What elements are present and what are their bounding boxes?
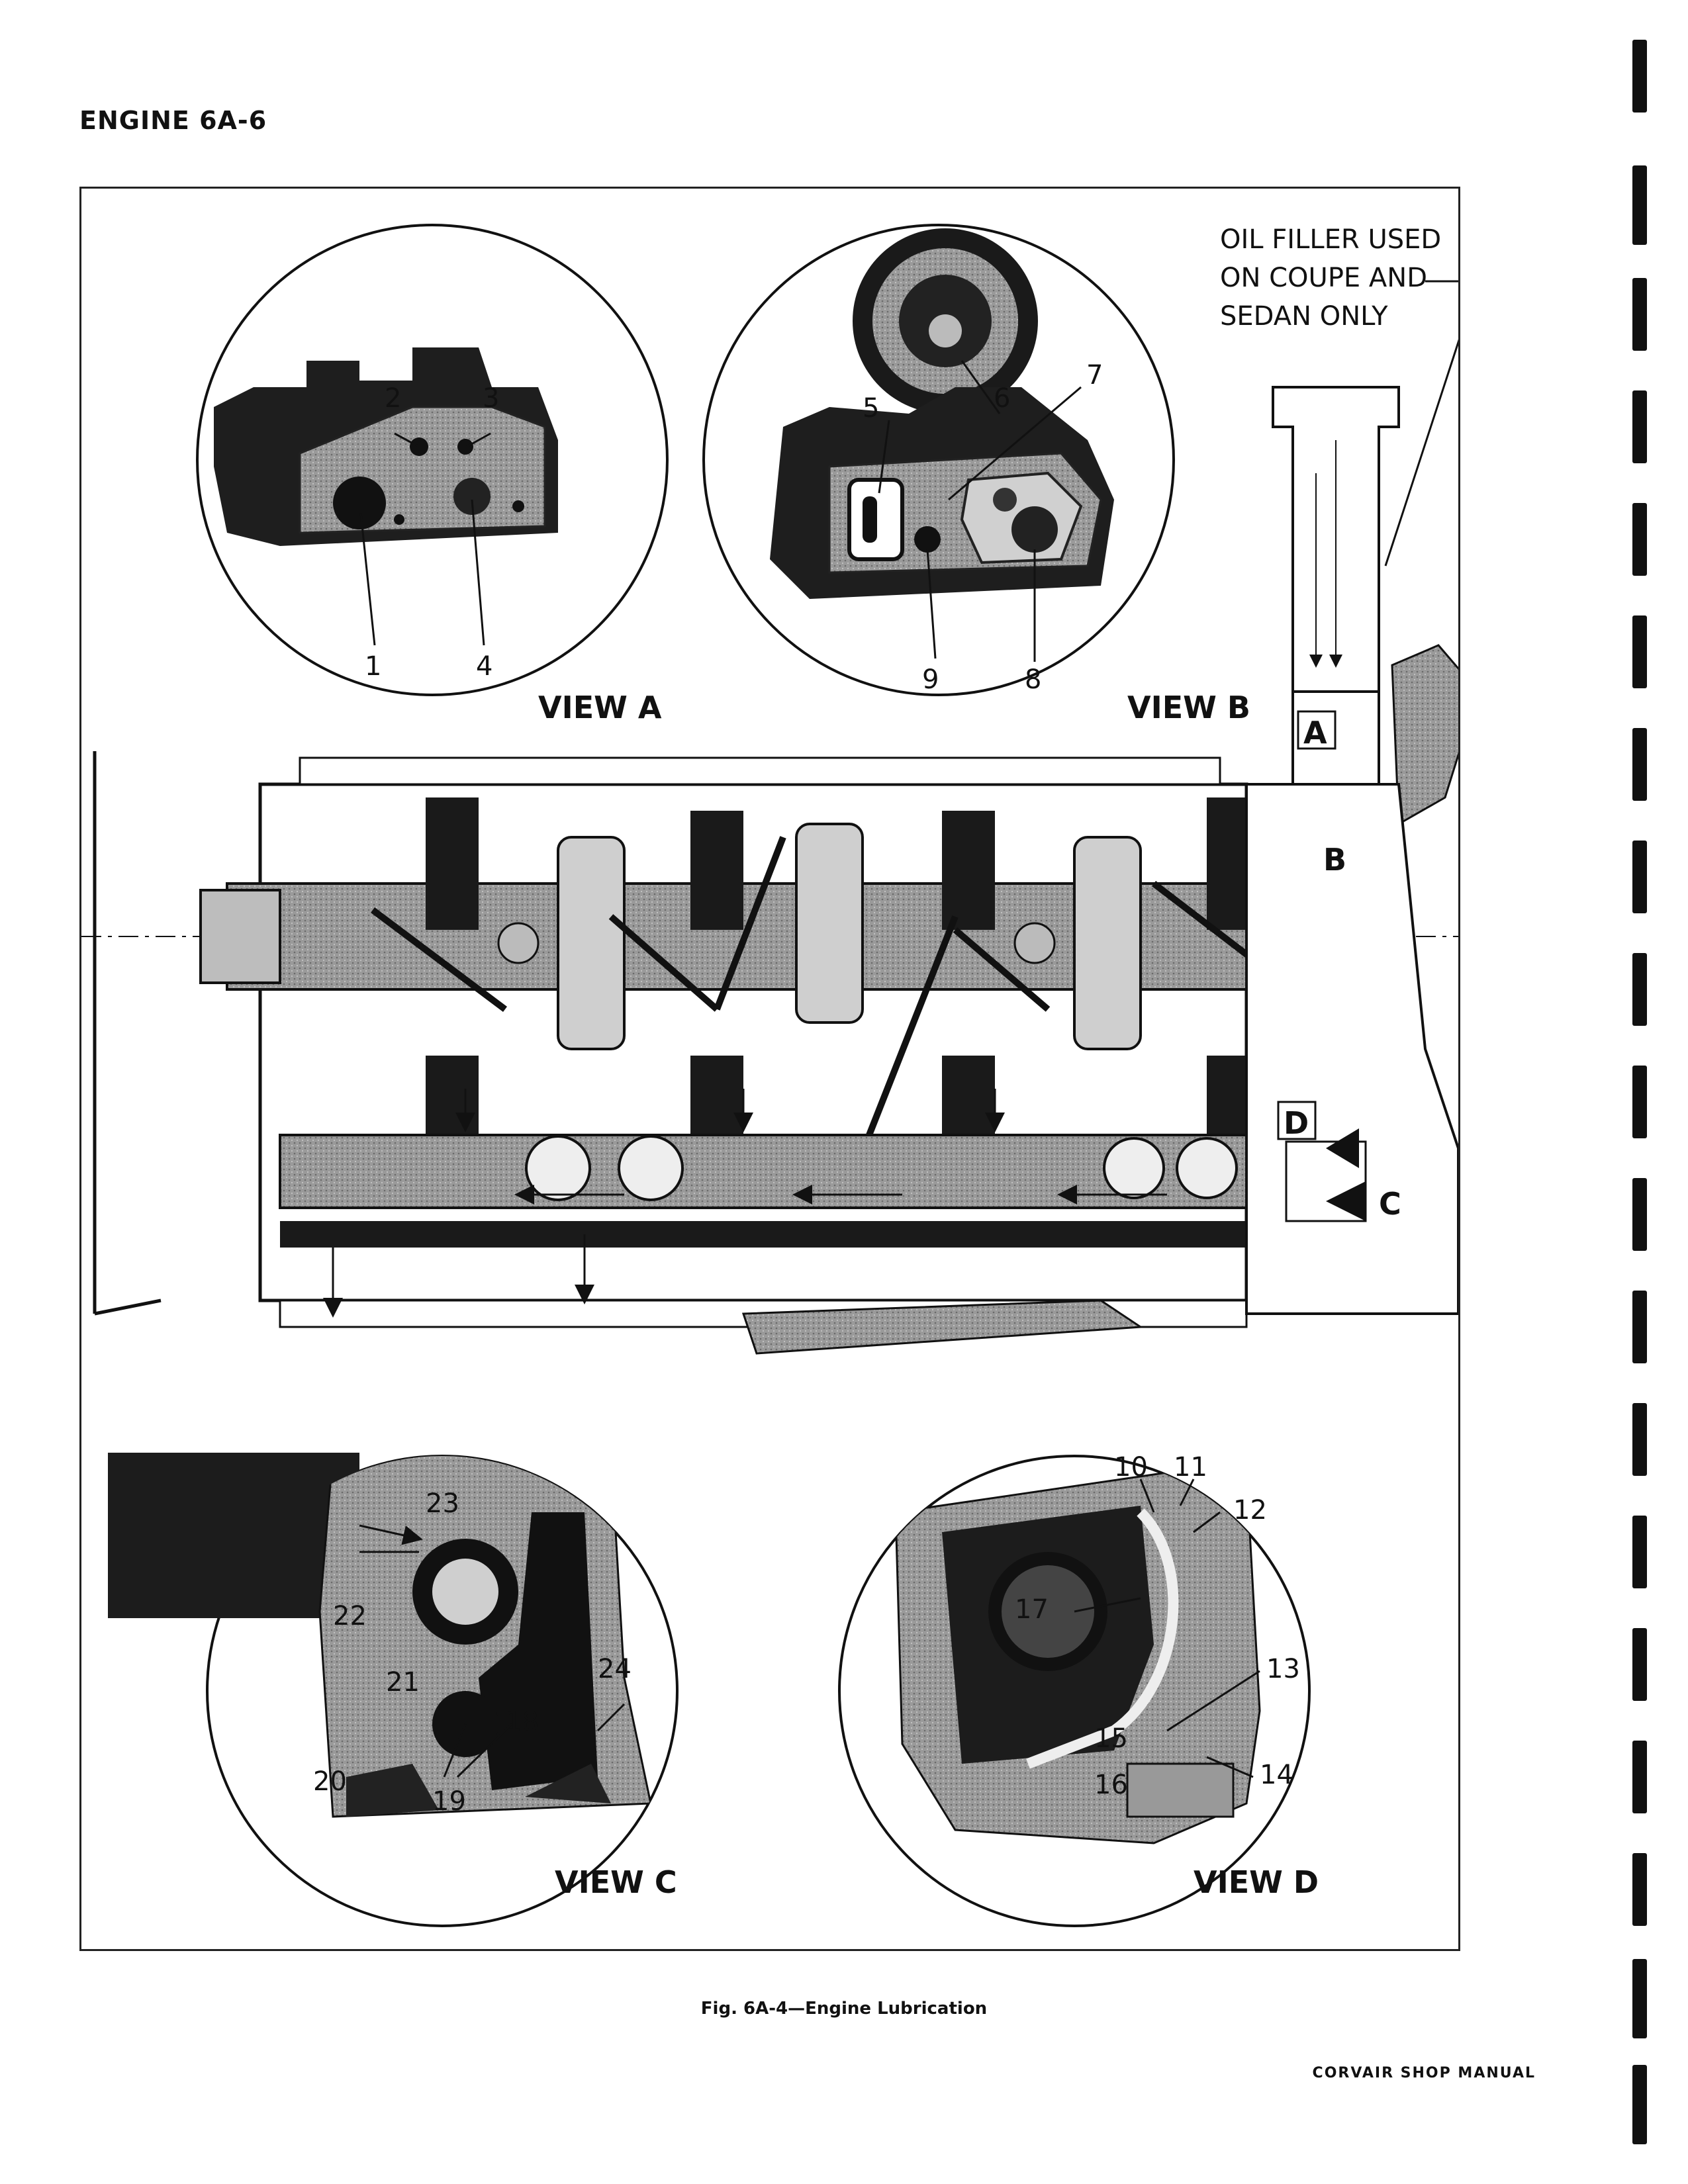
binding-strip: [1632, 40, 1647, 2144]
callout-5: 5: [863, 393, 879, 424]
callout-21: 21: [386, 1667, 420, 1698]
callout-24: 24: [598, 1654, 632, 1684]
view-c-label: VIEW C: [555, 1864, 677, 1900]
figure-caption: Fig. 6A-4—Engine Lubrication: [700, 1999, 988, 2019]
callout-13: 13: [1266, 1654, 1300, 1684]
callout-22: 22: [333, 1601, 367, 1631]
view-d-photo: [838, 1455, 1311, 1927]
callout-3: 3: [483, 383, 499, 414]
callout-11: 11: [1174, 1452, 1207, 1482]
callout-6: 6: [994, 383, 1010, 414]
callout-17: 17: [1015, 1594, 1049, 1625]
page-footer: CORVAIR SHOP MANUAL: [1312, 2065, 1536, 2081]
callout-4: 4: [476, 651, 492, 682]
oil-filler-note-line-3: SEDAN ONLY: [1220, 301, 1388, 332]
callout-8: 8: [1025, 664, 1041, 695]
callout-7: 7: [1086, 360, 1103, 390]
flow-marker-c: C: [1379, 1186, 1401, 1222]
engine-lubrication-figure: 2 3 1 4 VIEW A: [79, 187, 1460, 1951]
flow-marker-d: D: [1284, 1105, 1309, 1141]
view-a-label: VIEW A: [538, 690, 662, 725]
view-d-label: VIEW D: [1194, 1864, 1319, 1900]
flow-marker-a: A: [1303, 715, 1327, 751]
callout-20: 20: [313, 1766, 347, 1797]
callout-15: 15: [1094, 1723, 1128, 1754]
callout-12: 12: [1233, 1495, 1267, 1525]
engine-cross-section: [81, 710, 1458, 1355]
callout-2: 2: [385, 383, 401, 414]
callout-1: 1: [365, 651, 381, 682]
view-c-photo: [108, 1453, 679, 1927]
view-b-photo: [702, 224, 1175, 696]
callout-10: 10: [1114, 1452, 1148, 1482]
view-a-photo: [196, 224, 669, 696]
view-b-label: VIEW B: [1127, 690, 1250, 725]
oil-filler-note-line-1: OIL FILLER USED: [1220, 224, 1441, 255]
callout-9: 9: [922, 664, 939, 695]
callout-23: 23: [426, 1488, 459, 1519]
page-header: ENGINE 6A-6: [79, 106, 267, 135]
oil-filler-note-line-2: ON COUPE AND: [1220, 263, 1427, 293]
callout-14: 14: [1260, 1760, 1293, 1790]
figure-drawing: 2 3 1 4 VIEW A: [81, 224, 1458, 1927]
flow-marker-b: B: [1323, 842, 1346, 878]
callout-18: 18: [505, 1707, 539, 1737]
callout-19: 19: [432, 1786, 466, 1817]
callout-16: 16: [1094, 1770, 1128, 1800]
